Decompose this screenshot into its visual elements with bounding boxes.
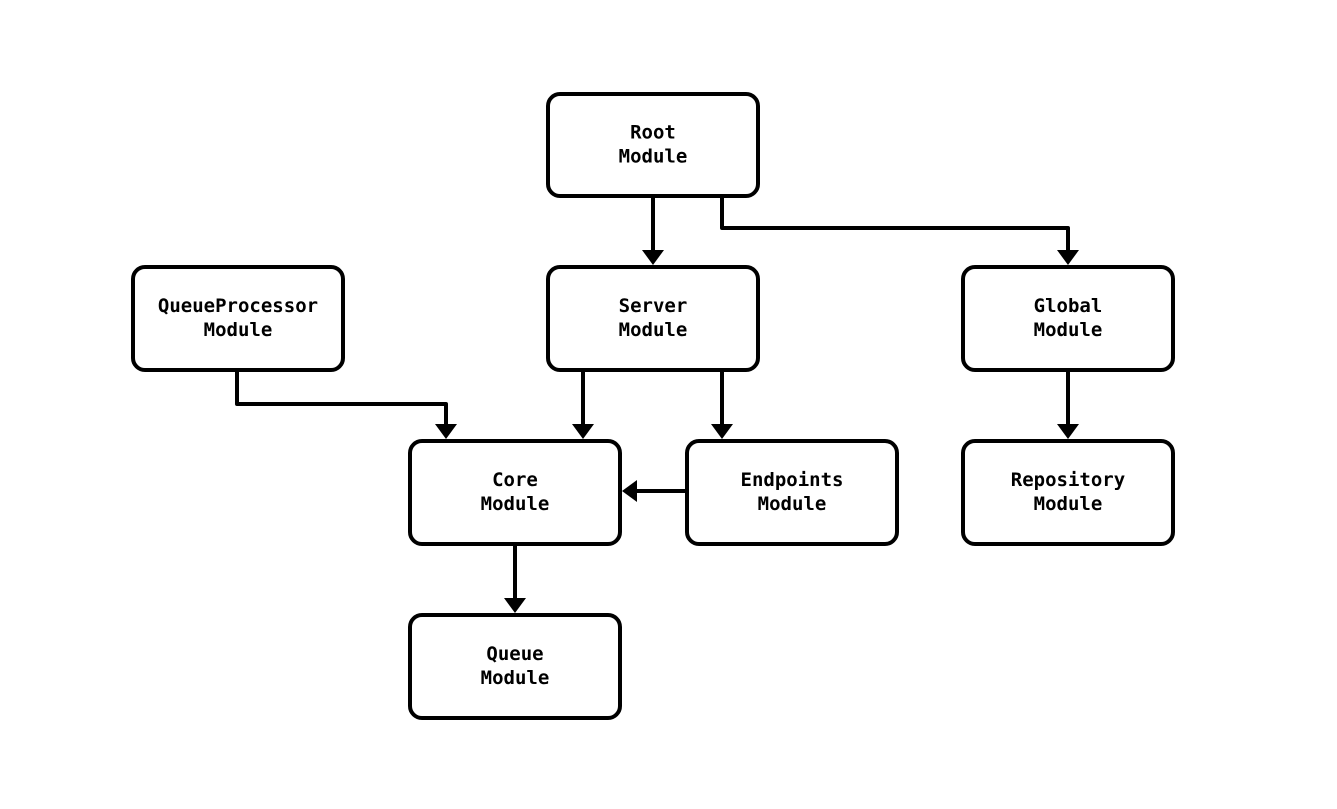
edge-endpoints-to-core xyxy=(622,480,687,502)
node-label-secondary: Module xyxy=(758,493,827,515)
node-label-primary: QueueProcessor xyxy=(158,295,318,317)
node-label-primary: Core xyxy=(492,469,538,491)
edge-server-to-endpoints xyxy=(711,370,733,439)
node-label-secondary: Module xyxy=(1034,319,1103,341)
node-box[interactable] xyxy=(546,265,760,372)
node-label-primary: Root xyxy=(630,122,676,144)
node-label-secondary: Module xyxy=(204,319,273,341)
node-box[interactable] xyxy=(546,92,760,198)
edge-root-to-server xyxy=(642,196,664,265)
arrowhead-icon xyxy=(435,424,457,439)
node-label-primary: Global xyxy=(1034,295,1103,317)
edge-line xyxy=(235,370,448,425)
node-label-primary: Endpoints xyxy=(741,469,844,491)
node-box[interactable] xyxy=(961,265,1175,372)
node-label-primary: Queue xyxy=(486,643,543,665)
arrowhead-icon xyxy=(642,250,664,265)
arrowhead-icon xyxy=(1057,424,1079,439)
node-label-primary: Server xyxy=(619,295,688,317)
edge-core-to-queue xyxy=(504,544,526,613)
arrowhead-icon xyxy=(572,424,594,439)
node-box[interactable] xyxy=(685,439,899,546)
edges-layer xyxy=(235,196,1079,613)
node-label-secondary: Module xyxy=(1034,493,1103,515)
node-label-secondary: Module xyxy=(619,146,688,168)
node-box[interactable] xyxy=(131,265,345,372)
node-box[interactable] xyxy=(408,439,622,546)
edge-global-to-repository xyxy=(1057,370,1079,439)
edge-root-to-global xyxy=(720,196,1079,265)
node-label-secondary: Module xyxy=(481,493,550,515)
arrowhead-icon xyxy=(711,424,733,439)
node-box[interactable] xyxy=(408,613,622,720)
edge-line xyxy=(720,196,1070,251)
node-label-secondary: Module xyxy=(619,319,688,341)
nodes-layer: RootModuleQueueProcessorModuleServerModu… xyxy=(131,92,1175,720)
node-label-secondary: Module xyxy=(481,667,550,689)
arrowhead-icon xyxy=(1057,250,1079,265)
edge-server-to-core xyxy=(572,370,594,439)
arrowhead-icon xyxy=(504,598,526,613)
node-box[interactable] xyxy=(961,439,1175,546)
arrowhead-icon xyxy=(622,480,637,502)
edge-queueprocessor-to-core xyxy=(235,370,457,439)
node-label-primary: Repository xyxy=(1011,469,1125,491)
